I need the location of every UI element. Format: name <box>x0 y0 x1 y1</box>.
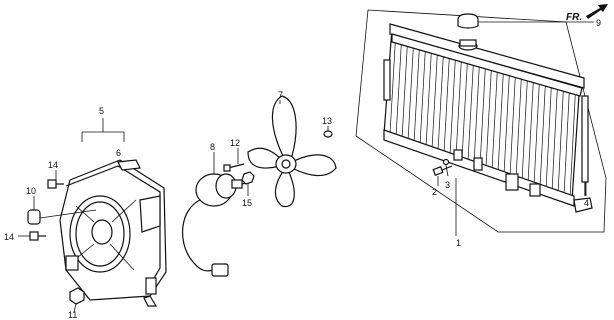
shroud-group-bracket <box>81 118 125 142</box>
callout-14-upper: 14 <box>48 160 58 170</box>
callout-5: 5 <box>99 106 104 116</box>
callout-12: 12 <box>230 138 240 148</box>
callout-2: 2 <box>432 187 437 197</box>
shroud-nut-bottom <box>69 287 85 313</box>
callout-8: 8 <box>210 142 215 152</box>
callout-7: 7 <box>278 90 283 100</box>
callout-15: 15 <box>242 198 252 208</box>
callout-14-lower: 14 <box>4 232 14 242</box>
cooling-fan-blade <box>247 95 337 208</box>
radiator-core-fins <box>389 29 577 199</box>
callout-3: 3 <box>445 180 450 190</box>
callout-numbers: 1 2 3 4 5 6 7 8 9 10 11 12 13 14 14 15 <box>4 18 601 320</box>
drain-plug-assembly <box>432 158 453 186</box>
motor-nut <box>241 171 255 196</box>
shroud-bolt-lower <box>18 231 46 241</box>
callout-1: 1 <box>456 238 461 248</box>
front-arrow-icon <box>586 4 608 19</box>
fan-shroud <box>59 159 167 307</box>
fan-motor <box>182 152 251 277</box>
fan-washer <box>323 126 333 138</box>
callout-9: 9 <box>596 18 601 28</box>
shroud-seal <box>117 159 141 171</box>
radiator <box>383 23 593 213</box>
callout-10: 10 <box>26 186 36 196</box>
front-direction-indicator: FR. <box>566 4 608 23</box>
front-direction-label: FR. <box>566 12 582 23</box>
callout-11: 11 <box>68 310 77 320</box>
callout-6: 6 <box>116 148 121 158</box>
motor-screw <box>223 148 245 172</box>
shroud-grommet <box>27 196 41 225</box>
shroud-bolt-upper <box>47 170 64 189</box>
callout-4: 4 <box>584 198 589 208</box>
callout-13: 13 <box>322 116 332 126</box>
radiator-cap <box>457 13 594 29</box>
